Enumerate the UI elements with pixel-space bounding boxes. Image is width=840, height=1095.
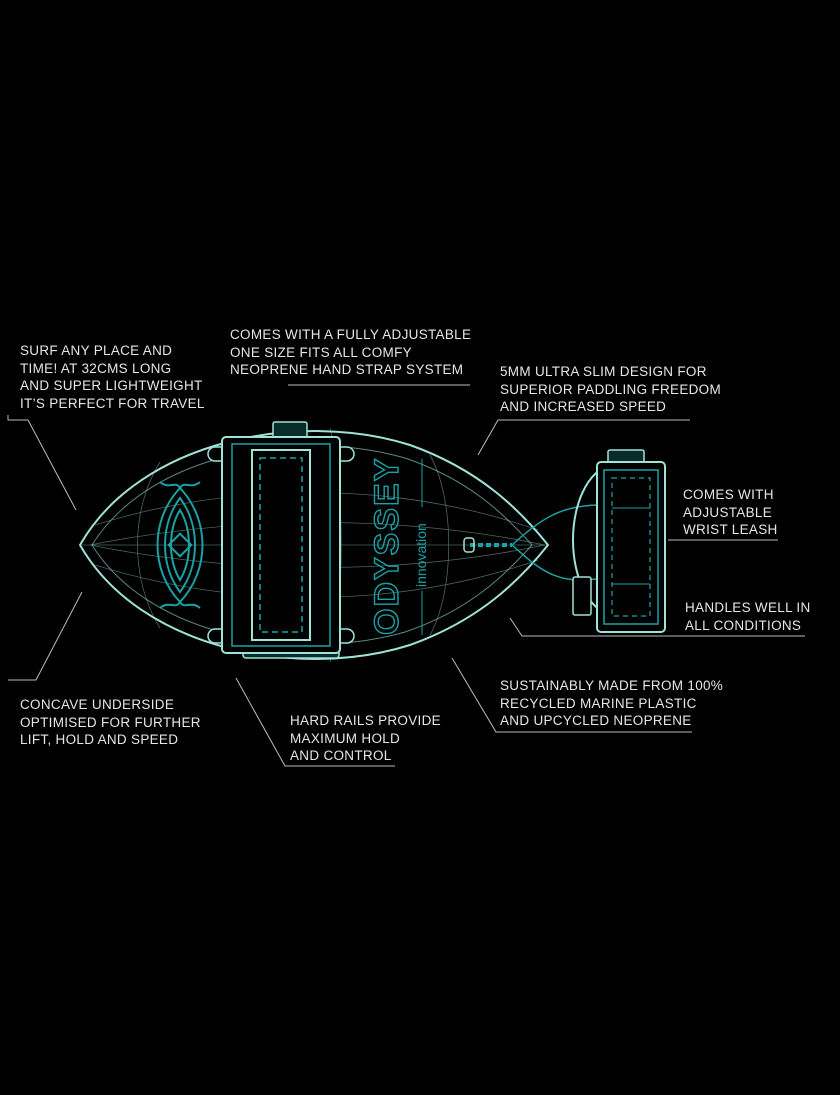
leader-line-concave [8, 591, 83, 681]
leader-line-slim [477, 419, 690, 456]
leader-line-handles [509, 617, 805, 637]
callout-handles: HANDLES WELL IN ALL CONDITIONS [685, 600, 811, 633]
callout-strap: COMES WITH A FULLY ADJUSTABLE ONE SIZE F… [230, 327, 472, 377]
leader-lines [7, 384, 805, 767]
callout-leash: COMES WITH ADJUSTABLE WRIST LEASH [683, 487, 778, 537]
leader-line-sustainable [451, 657, 692, 733]
callout-concave: CONCAVE UNDERSIDE OPTIMISED FOR FURTHER … [20, 697, 201, 747]
brand-mark: ODYSSEY innovation [367, 456, 429, 636]
wrist-leash [511, 449, 666, 633]
callout-sustainable: SUSTAINABLY MADE FROM 100% RECYCLED MARI… [500, 678, 724, 728]
hand-strap [207, 421, 355, 659]
callout-rails: HARD RAILS PROVIDE MAXIMUM HOLD AND CONT… [290, 713, 441, 763]
leash-plug [463, 537, 512, 553]
brand-name: ODYSSEY [368, 457, 406, 635]
leader-line-rails [235, 677, 395, 767]
leader-line-travel [7, 415, 77, 511]
callout-slim: 5MM ULTRA SLIM DESIGN FOR SUPERIOR PADDL… [500, 364, 722, 414]
callout-travel: SURF ANY PLACE AND TIME! AT 32CMS LONG A… [20, 343, 205, 411]
eye-emblem-icon [156, 481, 204, 609]
brand-tagline: innovation [413, 523, 429, 587]
